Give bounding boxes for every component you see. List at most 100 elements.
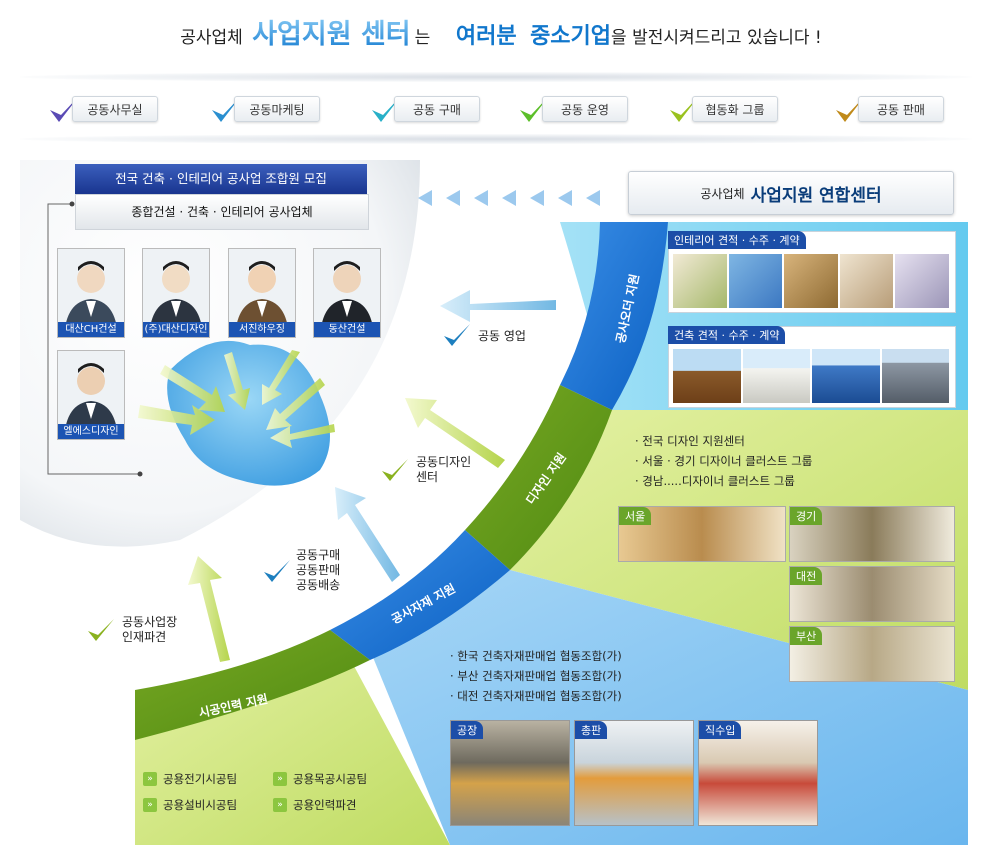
divider-bottom bbox=[20, 134, 972, 144]
nav-item[interactable]: 공동 판매 bbox=[834, 95, 954, 123]
labor-item-label: 공용인력파견 bbox=[293, 798, 357, 812]
chevron-left-icon bbox=[418, 190, 432, 206]
lake-shape bbox=[167, 340, 330, 486]
member-photo: 동산건설 bbox=[313, 248, 381, 338]
check-icon bbox=[264, 559, 290, 582]
flow-design-line2: 센터 bbox=[416, 470, 439, 484]
design-bullet: · 경남.....디자이너 클러스트 그룹 bbox=[635, 474, 795, 488]
interior-photo bbox=[895, 254, 949, 308]
check-icon bbox=[372, 96, 401, 122]
arrow-into-lake bbox=[160, 365, 225, 412]
headline-center-name: 사업지원 센터 bbox=[248, 19, 414, 50]
design-photo-seoul: 서울 bbox=[618, 506, 786, 562]
interior-photo bbox=[839, 254, 894, 308]
nav-item[interactable]: 공동사무실 bbox=[48, 95, 168, 123]
design-photo-daejeon: 대전 bbox=[789, 566, 955, 622]
nav-item[interactable]: 공동마케팅 bbox=[210, 95, 330, 123]
double-chevron-icon: » bbox=[143, 772, 157, 786]
member-photo: (주)대산디자인 bbox=[142, 248, 210, 338]
labor-item-label: 공용목공시공팀 bbox=[293, 772, 368, 786]
member-photo: 대산CH건설 bbox=[57, 248, 125, 338]
material-photo-import: 직수입 bbox=[698, 720, 818, 826]
arrow-labor-to-center bbox=[188, 556, 230, 662]
chevron-left-icon bbox=[446, 190, 460, 206]
headline-sme: 중소기업 bbox=[530, 24, 612, 49]
material-photo-dealer: 총판 bbox=[574, 720, 694, 826]
chevron-left-icon bbox=[586, 190, 600, 206]
double-chevron-icon: » bbox=[273, 798, 287, 812]
check-icon bbox=[212, 96, 241, 122]
labor-item-label: 공용전기시공팀 bbox=[163, 772, 238, 786]
band-material bbox=[330, 530, 510, 660]
member-name: (주)대산디자인 bbox=[143, 322, 209, 337]
labor-items: » 공용전기시공팀 » 공용목공시공팀 » 공용설비시공팀 » 공용인력파견 bbox=[143, 771, 413, 813]
member-name: 동산건설 bbox=[314, 322, 380, 337]
region-tag-gyeonggi: 경기 bbox=[790, 507, 823, 525]
material-tag-factory: 공장 bbox=[451, 721, 484, 739]
member-name: 서진하우징 bbox=[229, 322, 295, 337]
building-photo bbox=[881, 349, 949, 403]
double-chevron-icon: » bbox=[143, 798, 157, 812]
flow-site-line2: 인재파견 bbox=[122, 630, 167, 644]
building-photo bbox=[742, 349, 810, 403]
recruit-title: 전국 건축 · 인테리어 공사업 조합원 모집 bbox=[75, 164, 367, 194]
interior-tag: 인테리어 견적 · 수주 · 계약 bbox=[668, 231, 806, 249]
flow-design-line1: 공동디자인 bbox=[416, 455, 472, 469]
member-name: 엘에스디자인 bbox=[58, 424, 124, 439]
labor-item-electric[interactable]: » 공용전기시공팀 bbox=[143, 771, 273, 787]
band-labor bbox=[135, 630, 370, 740]
material-bullets: · 한국 건축자재판매업 협동조합(가) · 부산 건축자재판매업 협동조합(가… bbox=[450, 646, 622, 706]
interior-photo bbox=[673, 254, 727, 308]
check-icon bbox=[670, 96, 699, 122]
arrow-design-to-center bbox=[405, 398, 505, 468]
headline-part1: 공사업체 bbox=[180, 28, 243, 48]
flow-purchase-line1: 공동구매 bbox=[296, 548, 341, 562]
arrow-order-to-center bbox=[440, 290, 556, 322]
interior-photos bbox=[673, 254, 949, 308]
labor-item-label: 공용설비시공팀 bbox=[163, 798, 238, 812]
interior-panel: 인테리어 견적 · 수주 · 계약 bbox=[668, 231, 956, 313]
region-tag-seoul: 서울 bbox=[619, 507, 652, 525]
nav-item-label: 공동 구매 bbox=[394, 96, 480, 122]
labor-item-plumbing[interactable]: » 공용설비시공팀 bbox=[143, 797, 273, 813]
material-tag-dealer: 총판 bbox=[575, 721, 608, 739]
band-design bbox=[465, 385, 612, 570]
support-center-box: 공사업체 사업지원 연합센터 bbox=[628, 171, 954, 215]
headline-part2: 는 bbox=[414, 28, 431, 48]
design-photo-busan: 부산 bbox=[789, 626, 955, 682]
nav-item-label: 공동사무실 bbox=[72, 96, 158, 122]
check-icon bbox=[444, 324, 470, 346]
double-chevron-icon: » bbox=[273, 772, 287, 786]
nav-item-label: 공동마케팅 bbox=[234, 96, 320, 122]
design-bullet: · 전국 디자인 지원센터 bbox=[635, 434, 745, 448]
nav-item[interactable]: 공동 구매 bbox=[370, 95, 490, 123]
design-bullet: · 서울 · 경기 디자이너 클러스트 그룹 bbox=[635, 454, 813, 468]
nav-item[interactable]: 공동 운영 bbox=[518, 95, 638, 123]
labor-item-carpentry[interactable]: » 공용목공시공팀 bbox=[273, 771, 403, 787]
region-tag-daejeon: 대전 bbox=[790, 567, 823, 585]
check-icon bbox=[520, 96, 549, 122]
design-photo-gyeonggi: 경기 bbox=[789, 506, 955, 562]
arrow-into-lake bbox=[262, 350, 300, 405]
recruit-subtitle: 종합건설 · 건축 · 인테리어 공사업체 bbox=[75, 194, 369, 230]
headline-part3: 을 발전시켜드리고 있습니다 ! bbox=[611, 28, 822, 48]
check-icon bbox=[382, 459, 408, 481]
flow-sales: 공동 영업 bbox=[442, 322, 526, 348]
material-photo-factory: 공장 bbox=[450, 720, 570, 826]
nav-item[interactable]: 협동화 그룹 bbox=[668, 95, 788, 123]
chevron-left-icon bbox=[530, 190, 544, 206]
interior-photo bbox=[784, 254, 838, 308]
flow-purchase-line3: 공동배송 bbox=[296, 578, 341, 592]
arrow-into-lake bbox=[138, 405, 215, 435]
building-panel: 건축 견적 · 수주 · 계약 bbox=[668, 326, 956, 408]
labor-item-dispatch[interactable]: » 공용인력파견 bbox=[273, 797, 403, 813]
building-photos bbox=[673, 349, 949, 403]
check-icon bbox=[836, 96, 865, 122]
nav-item-label: 협동화 그룹 bbox=[692, 96, 778, 122]
